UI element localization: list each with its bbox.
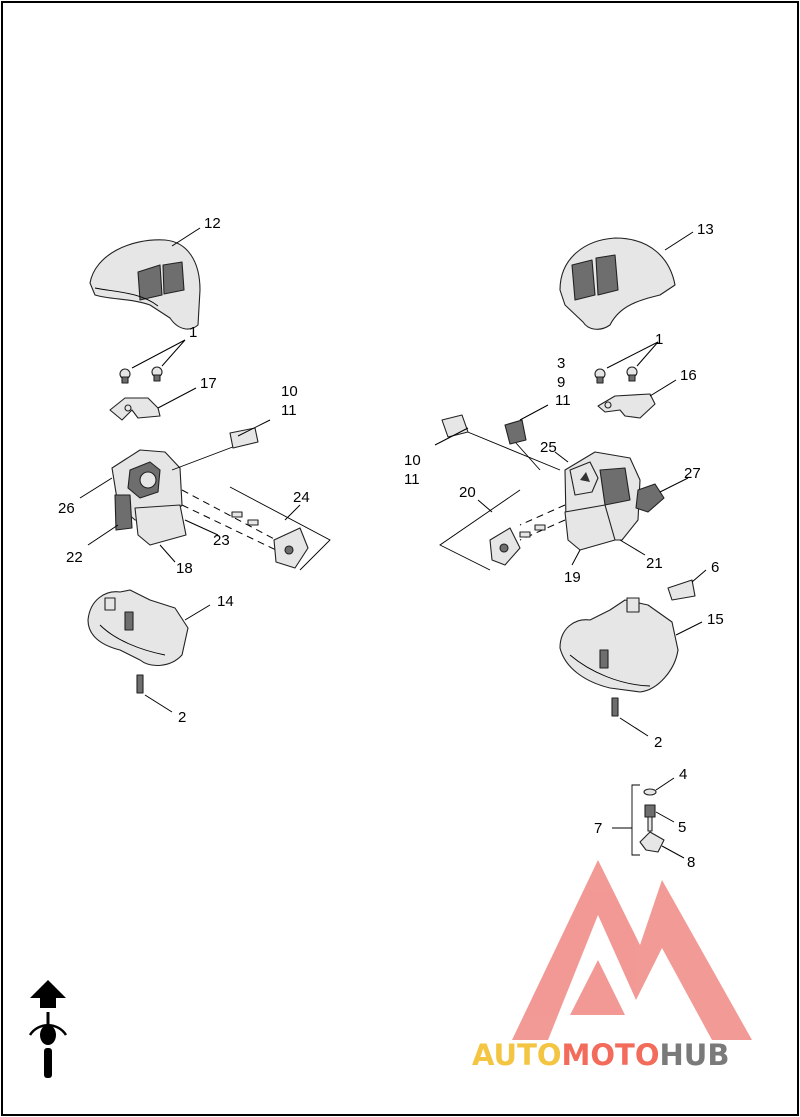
part-24-left-switch-cap <box>181 486 331 571</box>
leader-27 <box>659 477 689 493</box>
leader-5 <box>655 811 675 823</box>
leader-16 <box>649 379 677 397</box>
callout-24: 24 <box>293 489 310 506</box>
leader-10-11-left <box>237 419 271 437</box>
leader-11a <box>519 404 549 421</box>
callout-2-right: 2 <box>654 734 662 751</box>
callout-1-left: 1 <box>189 324 197 341</box>
leader-24 <box>284 504 301 521</box>
leader-1a <box>131 339 186 369</box>
part-13-right-upper-cover <box>559 237 676 330</box>
leader-18 <box>159 544 176 563</box>
callout-19: 19 <box>564 569 581 586</box>
leader-12 <box>171 227 201 247</box>
part-15-right-lower-housing <box>559 597 679 693</box>
callout-21: 21 <box>646 555 663 572</box>
callout-16: 16 <box>680 367 697 384</box>
part-20-right-switch-cap <box>439 489 566 571</box>
callout-17: 17 <box>200 375 217 392</box>
leader-17 <box>157 387 197 409</box>
watermark-logo-icon <box>512 860 752 1040</box>
right-switch-assembly <box>441 414 665 551</box>
part-17-left-bracket <box>109 397 161 421</box>
leader-2b <box>619 717 649 737</box>
callout-15: 15 <box>707 611 724 628</box>
part-1-right-screws <box>594 366 638 384</box>
leader-2a <box>144 694 173 713</box>
callout-3: 3 <box>557 355 565 372</box>
callout-13: 13 <box>697 221 714 238</box>
part-14-left-lower-housing <box>87 589 189 666</box>
leader-1a-2 <box>161 339 186 367</box>
leader-14 <box>184 604 211 621</box>
callout-4: 4 <box>679 766 687 783</box>
leader-13 <box>664 231 694 251</box>
leader-10-11-right <box>434 427 469 446</box>
callout-27: 27 <box>684 465 701 482</box>
leader-6 <box>691 569 707 583</box>
callout-6: 6 <box>711 559 719 576</box>
leader-15 <box>675 621 703 636</box>
callout-8: 8 <box>687 854 695 871</box>
callout-20: 20 <box>459 484 476 501</box>
callout-11-right-top: 11 <box>555 392 571 409</box>
callout-9: 9 <box>557 374 565 391</box>
leader-25 <box>554 451 569 463</box>
callout-11-left: 11 <box>281 402 297 419</box>
motorcycle-rider-icon <box>28 1012 68 1078</box>
callout-10-left: 10 <box>281 383 298 400</box>
callout-12: 12 <box>204 215 221 232</box>
callout-25: 25 <box>540 439 557 456</box>
callout-7: 7 <box>594 820 602 837</box>
part-6-pad <box>667 579 696 601</box>
callout-18: 18 <box>176 560 193 577</box>
callout-10-right: 10 <box>404 452 421 469</box>
callout-14: 14 <box>217 593 234 610</box>
callout-1-right: 1 <box>655 331 663 348</box>
callout-11-right: 11 <box>404 471 420 488</box>
leader-26 <box>79 477 113 499</box>
forward-arrow-icon <box>30 980 66 1008</box>
callout-2-left: 2 <box>178 709 186 726</box>
left-switch-assembly <box>111 427 259 546</box>
leader-4 <box>655 777 675 791</box>
callout-26: 26 <box>58 500 75 517</box>
callout-5: 5 <box>678 819 686 836</box>
part-2-left-screw <box>136 674 144 694</box>
leader-23 <box>184 519 219 536</box>
part-16-right-bracket <box>597 393 656 419</box>
leader-8 <box>661 845 685 859</box>
leader-20 <box>477 499 493 513</box>
watermark-text: AUTOMOTOHUB <box>472 1038 729 1072</box>
leader-1b-2 <box>636 341 659 367</box>
callout-23: 23 <box>213 532 230 549</box>
callout-22: 22 <box>66 549 83 566</box>
part-2-right-screw <box>611 697 619 717</box>
part-12-left-upper-cover <box>89 239 201 330</box>
part-1-left-screws <box>119 366 163 384</box>
leader-21 <box>619 539 646 556</box>
leader-19 <box>571 549 581 566</box>
leader-1b <box>606 341 659 369</box>
part-7-plunger-kit <box>612 784 665 856</box>
leader-22 <box>87 524 119 546</box>
